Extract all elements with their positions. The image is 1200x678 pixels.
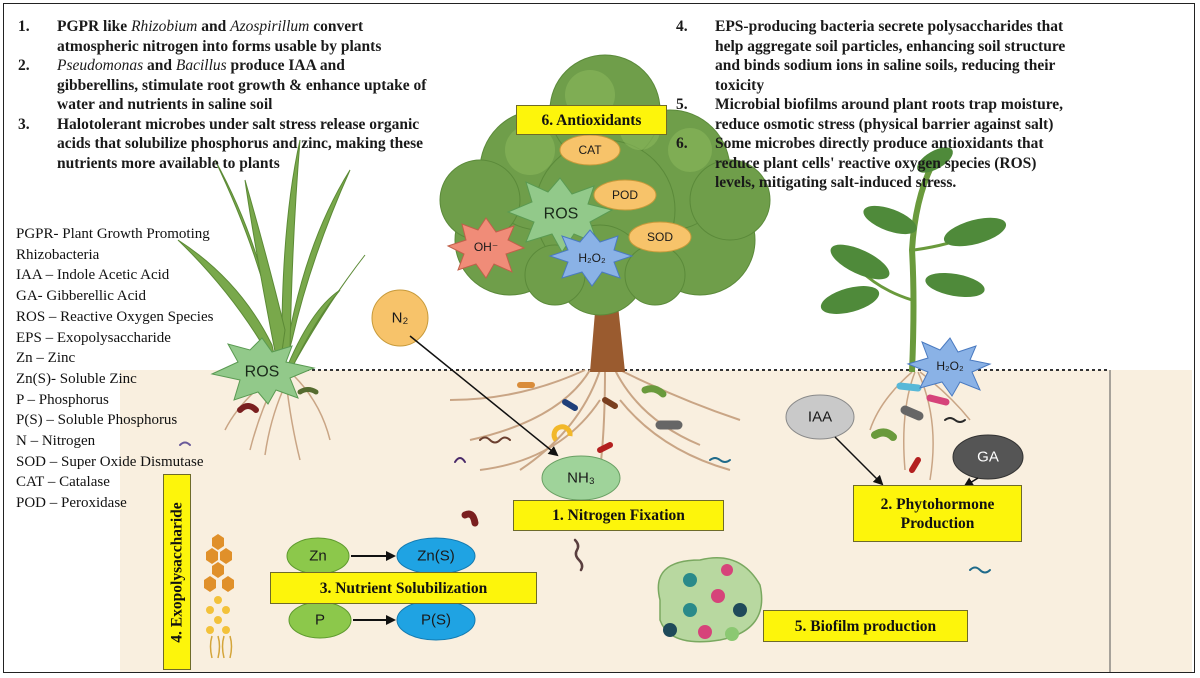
abbreviation-item: Zn – Zinc [16, 350, 76, 367]
pod-oval [593, 179, 657, 211]
point-4-line-4: toxicity [715, 76, 765, 94]
n2-to-nh3-arrow [409, 335, 559, 457]
iaa-label: IAA [808, 409, 832, 426]
point-4-line-3: and binds sodium ions in saline soils, r… [715, 57, 1056, 74]
antioxidants-label: 6. Antioxidants [541, 111, 642, 129]
point-2: 2. Pseudomonas and Bacillus produce IAA … [18, 56, 538, 115]
point-3-line-3: nutrients more available to plants [57, 154, 280, 172]
abbreviation-list: PGPR- Plant Growth Promoting Rhizobacter… [16, 224, 213, 514]
point-number: 1. [18, 18, 30, 35]
cat-label: CAT [578, 143, 602, 157]
exopolysaccharide-box: 4. Exopolysaccharide [163, 474, 191, 670]
phytohormone-label-line-2: Production [900, 514, 975, 532]
ros-label-tree: ROS [544, 206, 579, 223]
ros-star-grass [210, 337, 316, 405]
h2o2-star-shrub [906, 337, 992, 397]
exopolysaccharide-label: 4. Exopolysaccharide [168, 501, 186, 643]
point-4-line-2: help aggregate soil particles, enhancing… [715, 37, 1066, 55]
n2-label: N₂ [392, 310, 409, 327]
cat-oval [559, 134, 621, 166]
point-number: 6. [676, 135, 688, 152]
biofilm-label: 5. Biofilm production [794, 617, 937, 635]
point-6-line-1: Some microbes directly produce antioxida… [715, 135, 1044, 152]
nitrogen-fixation-box: 1. Nitrogen Fixation [513, 500, 724, 531]
point-2-line-3: water and nutrients in saline soil [57, 96, 273, 113]
zn-label: Zn [309, 548, 327, 565]
sod-label: SOD [647, 230, 673, 244]
point-2-line-1: Pseudomonas and Bacillus produce IAA and [57, 57, 345, 74]
abbreviation-item: EPS – Exopolysaccharide [16, 329, 171, 346]
abbreviation-item: N – Nitrogen [16, 433, 96, 450]
soil-microbes [179, 382, 991, 574]
phytohormone-box: 2. Phytohormone Production [853, 485, 1022, 542]
point-1: 1. PGPR like Rhizobium and Azospirillum … [18, 17, 538, 56]
antioxidants-box: 6. Antioxidants [516, 105, 667, 135]
abbreviation-item: P – Phosphorus [16, 391, 109, 408]
ga-label: GA [977, 449, 999, 466]
point-2-line-2: gibberellins, stimulate root growth & en… [57, 76, 427, 94]
ga-oval [952, 434, 1024, 480]
abbreviation-item: PGPR- Plant Growth Promoting [16, 226, 210, 242]
h2o2-label-shrub: H₂O₂ [936, 359, 964, 373]
abbreviation-item: Zn(S)- Soluble Zinc [16, 370, 137, 387]
point-number: 5. [676, 96, 688, 113]
phytohormone-label-line-1: 2. Phytohormone [880, 495, 995, 513]
point-3-line-2: acids that solubilize phosphorus and zin… [57, 135, 424, 152]
points-list-left: 1. PGPR like Rhizobium and Azospirillum … [18, 17, 538, 173]
abbreviation-item: SOD – Super Oxide Dismutase [16, 453, 204, 470]
sod-oval [628, 221, 692, 253]
exopolysaccharide-chain [204, 534, 234, 659]
point-6-line-3: levels, mitigating salt-induced stress. [715, 174, 957, 191]
iaa-oval [785, 394, 855, 440]
point-4-line-1: EPS-producing bacteria secrete polysacch… [715, 18, 1064, 35]
pod-label: POD [612, 188, 638, 202]
point-number: 3. [18, 115, 30, 133]
abbreviation-item: Rhizobacteria [16, 246, 100, 263]
point-number: 2. [18, 57, 30, 74]
oh-label: OH⁻ [474, 240, 498, 254]
figure-frame [3, 3, 1195, 673]
ga-arrow [963, 477, 979, 488]
oh-star [446, 217, 526, 279]
point-5-line-1: Microbial biofilms around plant roots tr… [715, 96, 1064, 113]
abbreviation-item: POD – Peroxidase [16, 495, 127, 512]
point-3-line-1: Halotolerant microbes under salt stress … [57, 115, 420, 133]
points-list-right: 4. EPS-producing bacteria secrete polysa… [676, 17, 1186, 193]
zns-label: Zn(S) [417, 548, 455, 565]
nutrient-solubilization-label: 3. Nutrient Solubilization [319, 579, 488, 597]
biofilm-blob [657, 557, 763, 643]
abbreviation-item: GA- Gibberellic Acid [16, 288, 146, 305]
point-5-line-2: reduce osmotic stress (physical barrier … [715, 115, 1054, 133]
iaa-arrow [834, 436, 884, 486]
n2-circle [371, 289, 429, 347]
abbreviation-item: IAA – Indole Acetic Acid [16, 267, 170, 284]
abbreviation-item: P(S) – Soluble Phosphorus [16, 412, 178, 429]
nitrogen-fixation-label: 1. Nitrogen Fixation [552, 507, 685, 524]
yellow-microbe-icon [551, 424, 573, 442]
point-3: 3. Halotolerant microbes under salt stre… [18, 115, 538, 174]
point-6-line-2: reduce plant cells' reactive oxygen spec… [715, 154, 1037, 172]
point-number: 4. [676, 18, 688, 35]
point-6: 6. Some microbes directly produce antiox… [676, 134, 1186, 193]
point-1-line-1: PGPR like Rhizobium and Azospirillum con… [57, 18, 364, 35]
point-1-line-2: atmospheric nitrogen into forms usable b… [57, 37, 382, 55]
biofilm-box: 5. Biofilm production [763, 610, 968, 642]
p-label: P [315, 612, 325, 629]
point-4: 4. EPS-producing bacteria secrete polysa… [676, 17, 1186, 95]
h2o2-label-tree: H₂O₂ [578, 251, 606, 265]
abbreviation-item: CAT – Catalase [16, 474, 110, 491]
abbreviation-item: ROS – Reactive Oxygen Species [16, 308, 214, 325]
nutrient-solubilization-box: 3. Nutrient Solubilization [270, 572, 537, 604]
ps-label: P(S) [421, 612, 451, 629]
ros-label-grass: ROS [245, 364, 280, 381]
point-5: 5. Microbial biofilms around plant roots… [676, 95, 1186, 134]
nh3-label: NH₃ [567, 470, 595, 487]
grass-plant [177, 139, 366, 374]
shrub-plant [820, 147, 1007, 373]
h2o2-star-tree [548, 229, 634, 287]
